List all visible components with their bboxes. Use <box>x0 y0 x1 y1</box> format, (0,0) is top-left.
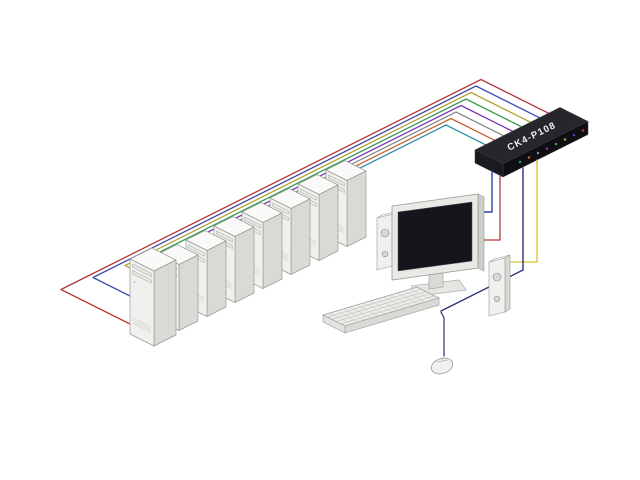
monitor <box>391 193 485 297</box>
switch-port-4 <box>554 142 558 146</box>
kvm-switch <box>474 107 589 178</box>
mouse-body <box>430 357 454 375</box>
speaker-cone <box>492 272 502 282</box>
switch-port-6 <box>536 151 540 155</box>
computer-tower-1 <box>129 247 177 347</box>
switch-port-3 <box>563 137 567 142</box>
switch-port-5 <box>545 146 549 151</box>
speaker-cone <box>380 228 390 238</box>
peripheral-cables <box>440 159 538 357</box>
speaker-cone <box>493 295 501 303</box>
power-button <box>133 281 136 283</box>
switch-port-2 <box>572 133 576 137</box>
keyboard <box>322 286 440 334</box>
mouse <box>430 357 454 375</box>
switch-port-8 <box>518 160 522 164</box>
speaker-cone <box>381 250 389 258</box>
monitor-screen <box>397 201 473 272</box>
switch-port-1 <box>581 128 585 133</box>
switch-port-7 <box>527 155 531 160</box>
speaker-right <box>488 254 511 317</box>
